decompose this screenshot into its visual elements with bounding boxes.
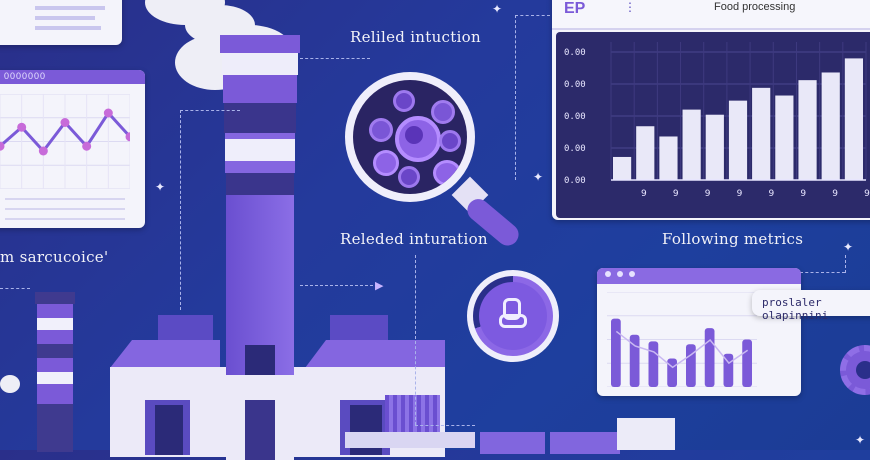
connector-line (300, 285, 378, 286)
y-tick-label: 0.00 (564, 112, 586, 122)
sparkle-icon: ✦ (533, 170, 544, 184)
arrow-icon: ▶ (375, 280, 384, 292)
sparkle-icon: ✦ (155, 180, 166, 194)
magnifier-icon (345, 72, 545, 250)
x-tick-label: 9 (737, 189, 743, 199)
x-tick-label: 9 (705, 189, 711, 199)
bar (686, 344, 696, 387)
line-point (60, 118, 70, 127)
bar (752, 87, 771, 180)
bar (682, 109, 701, 180)
bar (636, 126, 655, 180)
small-chimney (35, 292, 75, 452)
gauge-icon (467, 270, 559, 362)
panel-title: Food processing (714, 1, 796, 13)
connector-line (180, 110, 240, 111)
tooltip-bubble: proslaler olapinnini (752, 290, 870, 322)
bar (728, 100, 748, 180)
bottom-box (617, 418, 675, 450)
line-point (82, 141, 92, 151)
x-tick-label: 9 (800, 189, 806, 199)
gear-icon (840, 345, 870, 395)
bar (844, 58, 863, 180)
bar (648, 341, 659, 387)
cloud-shape (0, 375, 20, 393)
bar (613, 156, 632, 180)
x-tick-label: 9 (864, 189, 870, 199)
x-tick-label: 9 (641, 189, 647, 199)
connector-line (515, 15, 516, 180)
food-bar-chart: 0.00 0.00 0.00 0.00 0.00 9 9 9 9 9 9 9 9 (564, 42, 870, 199)
x-tick-label: 9 (769, 189, 775, 199)
dots-icon: ⋮ (624, 0, 636, 14)
line-point (103, 108, 113, 118)
metrics-panel (597, 268, 801, 396)
connector-line (180, 110, 181, 310)
line-point (17, 122, 27, 132)
bar (629, 334, 640, 387)
connector-line (300, 58, 370, 59)
metrics-bar-chart (607, 292, 757, 387)
panel-logo: EP (564, 0, 586, 17)
sparkle-icon: ✦ (855, 433, 866, 447)
connector-line (415, 425, 475, 426)
pipes (345, 428, 635, 454)
connector-line (0, 288, 30, 289)
line-point (125, 132, 130, 142)
middle-center-label: Releded inturation (340, 230, 488, 248)
top-left-panel (0, 0, 122, 45)
top-center-label: Reliled intuction (350, 28, 481, 46)
left-chart-panel: 0000000 (0, 70, 145, 228)
sparkle-icon: ✦ (843, 240, 854, 254)
left-label: m sarcucoice' (0, 248, 109, 266)
right-middle-label: Following metrics (662, 230, 804, 248)
bar (798, 80, 817, 180)
trend-line (615, 330, 749, 369)
x-tick-label: 9 (832, 189, 838, 199)
bar (611, 318, 621, 387)
line-point (0, 141, 5, 151)
bar (742, 339, 752, 387)
left-line-chart (0, 94, 130, 189)
x-tick-label: 9 (673, 189, 679, 199)
tooltip-text: proslaler olapinnini (762, 296, 829, 322)
connector-line (415, 255, 416, 425)
bar (821, 72, 840, 180)
sparkle-icon: ✦ (492, 2, 503, 16)
panel-header-text: 0000000 (4, 71, 47, 81)
bar (667, 358, 677, 387)
main-chimney (210, 35, 310, 460)
bar (704, 328, 715, 387)
chart-area: 0.00 0.00 0.00 0.00 0.00 9 9 9 9 9 9 9 9 (556, 32, 870, 218)
bar (775, 95, 794, 180)
panel-header: 0000000 (0, 70, 145, 84)
connector-line (515, 15, 550, 16)
bar (705, 114, 724, 180)
y-tick-label: 0.00 (564, 48, 586, 58)
y-tick-label: 0.00 (564, 144, 586, 154)
connector-line (845, 255, 846, 273)
bar (659, 136, 678, 180)
line-point (38, 146, 48, 156)
y-tick-label: 0.00 (564, 176, 586, 186)
connector-line (800, 272, 845, 273)
y-tick-label: 0.00 (564, 80, 586, 90)
